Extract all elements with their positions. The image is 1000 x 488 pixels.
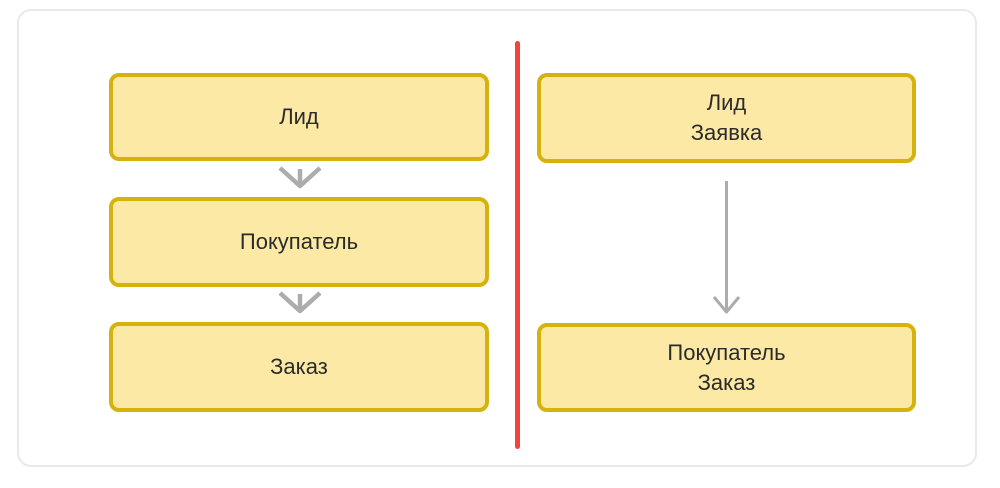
divider-line (515, 41, 520, 449)
diagram-card: Лид Покупатель Заказ Лид Заявка Покупате… (17, 9, 977, 467)
flow-box-label-line2: Заявка (690, 120, 763, 145)
arrow-down-icon (276, 289, 324, 317)
flow-box-buyer-order: Покупатель Заказ (537, 323, 916, 412)
flow-box-order: Заказ (109, 322, 489, 412)
flow-box-label: Покупатель (239, 229, 359, 254)
flow-box-label: Заказ (270, 354, 328, 379)
flow-box-label: Лид (279, 104, 319, 129)
flow-box-lead-request: Лид Заявка (537, 73, 916, 163)
flow-box-label-line1: Лид (706, 90, 747, 115)
flow-box-buyer: Покупатель (109, 197, 489, 287)
flow-box-label-line2: Заказ (697, 369, 756, 395)
arrow-down-icon (712, 179, 742, 316)
arrow-down-icon (276, 164, 324, 192)
flow-box-lead: Лид (109, 73, 489, 161)
flow-box-label-line1: Покупатель (667, 339, 786, 365)
